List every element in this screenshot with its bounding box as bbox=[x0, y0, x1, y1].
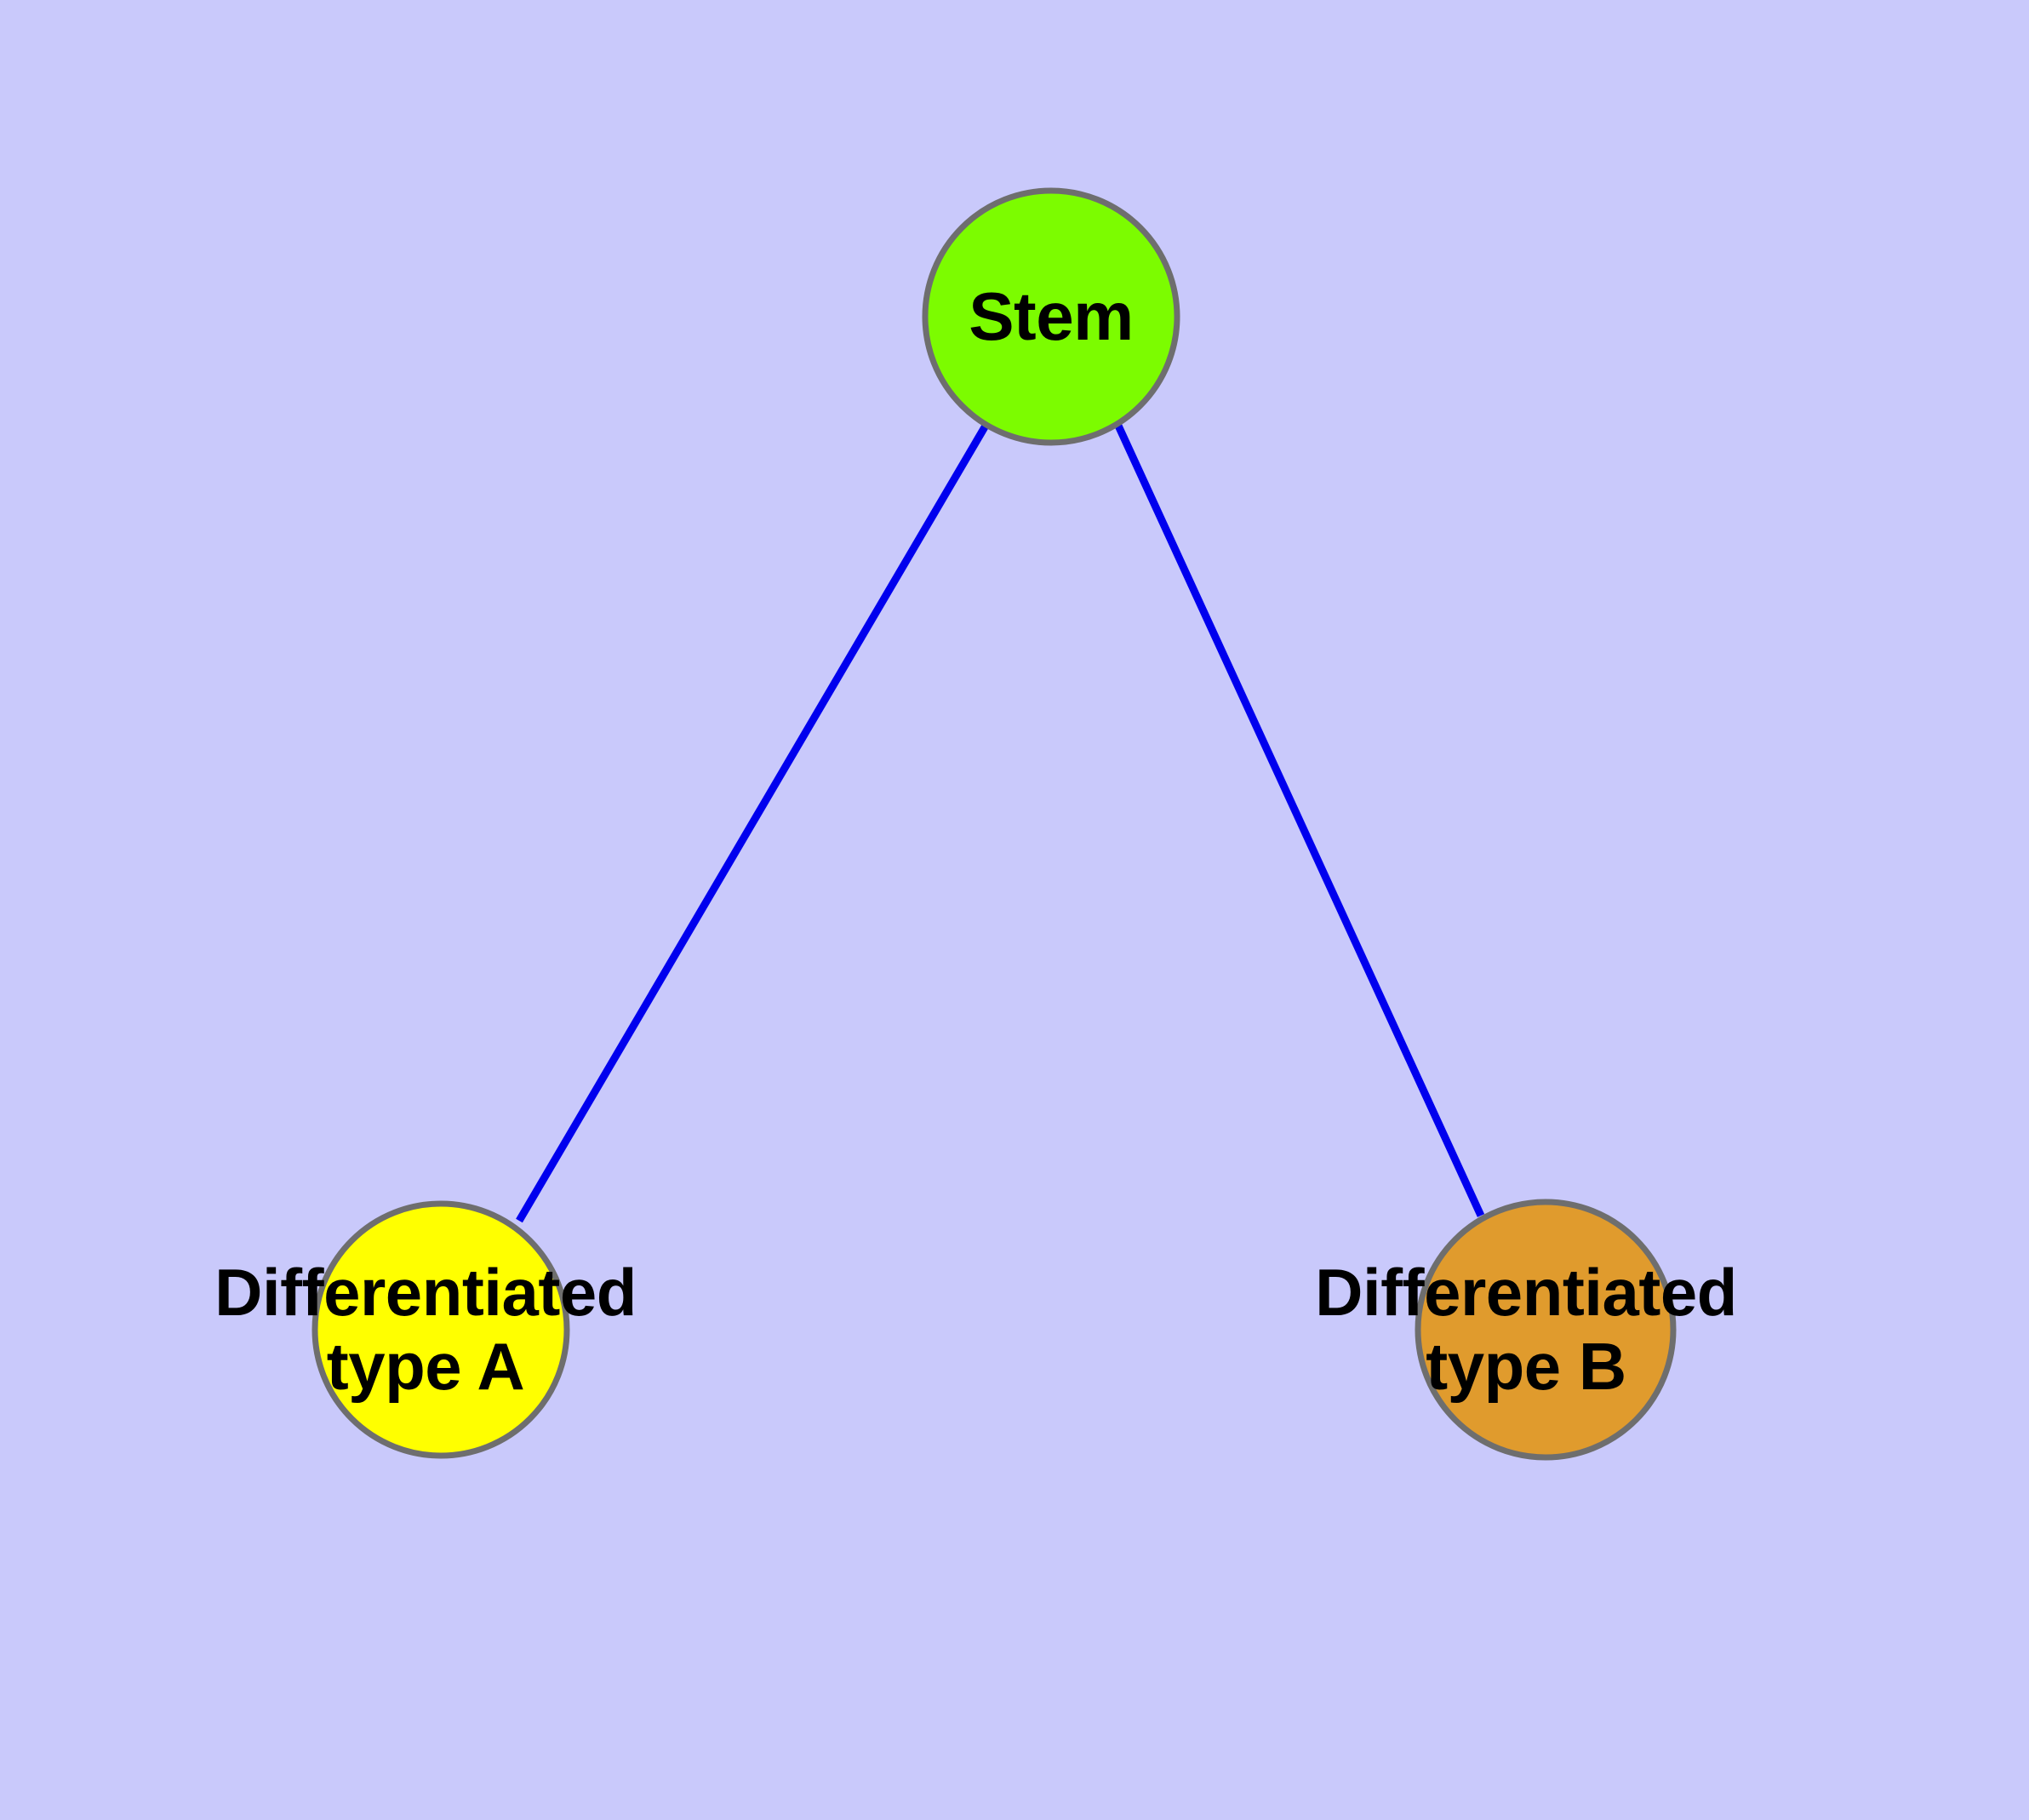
edge-stem-to-diff-b[interactable] bbox=[1114, 424, 1485, 1217]
node-differentiated-type-a[interactable] bbox=[311, 1200, 570, 1459]
edge-stem-to-diff-a[interactable] bbox=[516, 423, 989, 1223]
node-differentiated-type-b[interactable] bbox=[1415, 1199, 1677, 1461]
node-stem[interactable] bbox=[922, 187, 1180, 446]
